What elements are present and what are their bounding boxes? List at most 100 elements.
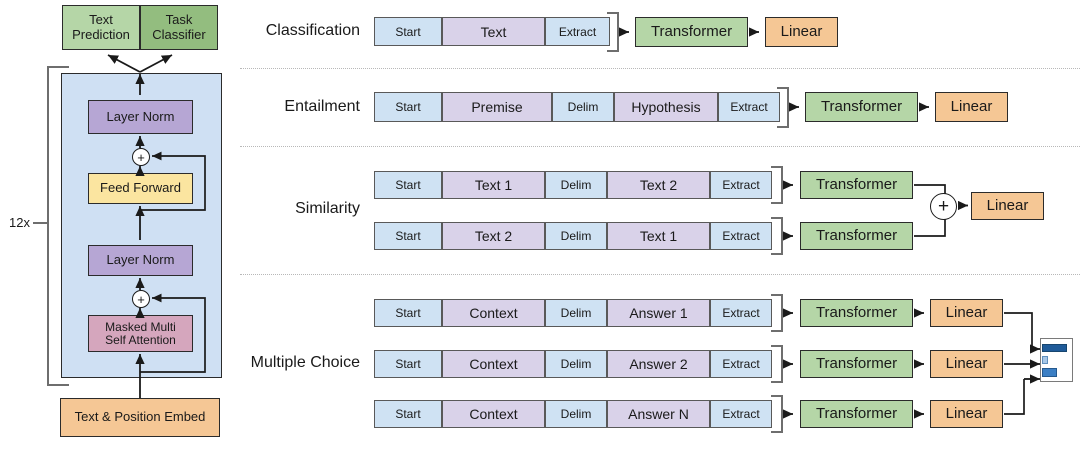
token-segment-start: Start	[374, 17, 442, 46]
row-brace-top	[771, 345, 782, 347]
head-task-classifier-label: Task Classifier	[152, 13, 205, 41]
head-line-1: Text	[89, 12, 113, 28]
residual-skip-bottom	[140, 293, 206, 373]
transformer-block: Transformer	[800, 222, 913, 250]
token-segment-extract: Extract	[710, 350, 772, 378]
head-line-2: Prediction	[72, 26, 130, 42]
text-position-embed: Text & Position Embed	[60, 398, 220, 437]
attention-label: Masked Multi Self Attention	[105, 319, 176, 347]
linear-block: Linear	[930, 350, 1003, 378]
repeat-bracket-top	[47, 66, 69, 68]
transformer-block: Transformer	[800, 299, 913, 327]
brace-to-transformer-arrow	[782, 359, 794, 369]
token-segment-delim: Delim	[545, 400, 607, 428]
attention-output-arrow	[135, 307, 145, 319]
token-segment-delim: Delim	[545, 222, 607, 250]
head-fork-arrows	[107, 54, 173, 73]
transformer-block: Transformer	[800, 171, 913, 199]
row-brace	[781, 166, 783, 204]
block-masked-multi-self-attention: Masked Multi Self Attention	[88, 315, 193, 352]
output-histogram	[1040, 338, 1073, 382]
repeat-bracket-tick	[33, 222, 48, 224]
row-brace-top	[771, 294, 782, 296]
token-segment-context: Context	[442, 400, 545, 428]
block-layer-norm-bottom: Layer Norm	[88, 245, 193, 276]
row-brace-bottom	[777, 126, 788, 128]
row-brace-bottom	[771, 253, 782, 255]
linear-block: Linear	[930, 400, 1003, 428]
task-label-classification: Classification	[265, 22, 360, 39]
head-text-prediction: Text Prediction	[62, 5, 140, 50]
row-brace	[617, 12, 619, 52]
row-brace-top	[771, 166, 782, 168]
token-segment-delim: Delim	[545, 299, 607, 327]
row-separator-2	[240, 146, 1080, 147]
row-brace	[781, 395, 783, 433]
row-brace-bottom	[771, 431, 782, 433]
residual-add-bottom: +	[132, 290, 150, 308]
layernorm-to-feedforward-arrow	[135, 205, 145, 240]
transformer-to-linear-arrow	[913, 359, 925, 369]
attention-line-2: Self Attention	[105, 332, 176, 347]
row-brace	[781, 345, 783, 383]
linear-block: Linear	[935, 92, 1008, 122]
token-segment-delim: Delim	[545, 350, 607, 378]
token-segment-text2: Text 2	[442, 222, 545, 250]
attention-line-1: Masked Multi	[105, 319, 176, 334]
token-segment-premise: Premise	[442, 92, 552, 122]
row-brace-top	[771, 395, 782, 397]
head-task-classifier: Task Classifier	[140, 5, 218, 50]
token-segment-text2: Text 2	[607, 171, 710, 199]
token-segment-delim: Delim	[552, 92, 614, 122]
embed-to-attention-arrow	[135, 353, 145, 398]
transformer-block: Transformer	[635, 17, 748, 47]
row-brace-bottom	[771, 330, 782, 332]
linear-block: Linear	[765, 17, 838, 47]
row-brace	[787, 87, 789, 128]
brace-to-transformer-arrow	[782, 180, 794, 190]
transformer-block: Transformer	[800, 400, 913, 428]
transformer-to-linear-arrow	[913, 409, 925, 419]
transformer-to-linear-arrow	[748, 27, 760, 37]
histogram-bar-2	[1042, 356, 1048, 364]
token-segment-delim: Delim	[545, 171, 607, 199]
feedforward-output-arrow	[135, 165, 145, 177]
token-segment-start: Start	[374, 222, 442, 250]
brace-to-transformer-arrow	[782, 308, 794, 318]
similarity-add: +	[930, 193, 957, 220]
token-segment-answer: Answer N	[607, 400, 710, 428]
row-brace	[781, 294, 783, 332]
residual2-to-layernorm-arrow	[135, 277, 145, 290]
token-segment-text: Text	[442, 17, 545, 46]
row-separator-1	[240, 68, 1080, 69]
row-brace-top	[607, 12, 618, 14]
head-text-prediction-label: Text Prediction	[72, 13, 130, 41]
token-segment-extract: Extract	[545, 17, 610, 46]
row-brace	[781, 217, 783, 255]
row-separator-3	[240, 274, 1080, 275]
block-output-arrow	[135, 73, 145, 95]
head-line-1: Task	[165, 12, 193, 28]
token-segment-extract: Extract	[710, 400, 772, 428]
brace-to-transformer-arrow	[782, 231, 794, 241]
token-segment-hypothesis: Hypothesis	[614, 92, 718, 122]
row-brace-top	[771, 217, 782, 219]
token-segment-context: Context	[442, 350, 545, 378]
transformer-block: Transformer	[805, 92, 918, 122]
brace-to-transformer-arrow	[788, 102, 800, 112]
task-label-entailment: Entailment	[284, 98, 360, 115]
token-segment-extract: Extract	[710, 299, 772, 327]
token-segment-start: Start	[374, 350, 442, 378]
block-layer-norm-top: Layer Norm	[88, 100, 193, 134]
token-segment-text1: Text 1	[442, 171, 545, 199]
repeat-bracket-vertical	[47, 66, 49, 386]
transformer-to-linear-arrow	[918, 102, 930, 112]
token-segment-text1: Text 1	[607, 222, 710, 250]
token-segment-context: Context	[442, 299, 545, 327]
token-segment-extract: Extract	[710, 171, 772, 199]
token-segment-answer: Answer 1	[607, 299, 710, 327]
row-brace-bottom	[771, 202, 782, 204]
token-segment-extract: Extract	[718, 92, 780, 122]
task-label-similarity: Similarity	[295, 200, 360, 217]
brace-to-transformer-arrow	[618, 27, 630, 37]
